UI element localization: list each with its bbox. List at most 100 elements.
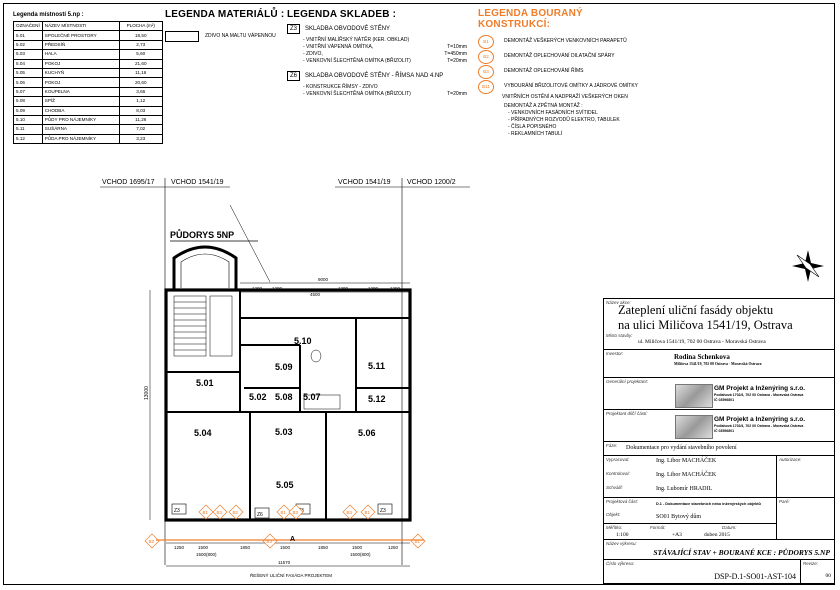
- dim-top: 1200: [272, 286, 283, 291]
- field-label: Kontroloval:: [606, 471, 630, 476]
- dim-left: 13000: [144, 386, 150, 400]
- rooms-legend-title: Legenda místností 5.np :: [13, 12, 84, 18]
- demolition-tag-icon: [410, 533, 426, 549]
- field-label: Místo stavby:: [606, 333, 633, 338]
- floor-plan: VCHOD 1695/17 VCHOD 1541/19 VCHOD 1541/1…: [100, 178, 470, 578]
- date: duben 2015: [704, 532, 730, 538]
- demolition-tag-icon: [342, 504, 358, 520]
- room-label: 5.10: [294, 336, 312, 346]
- demolition-text: DEMONTÁŽ OPLECHOVÁNÍ DILATAČNÍ SPÁRY: [504, 53, 615, 59]
- room-label: 5.05: [276, 480, 294, 490]
- z3-title: SKLADBA OBVODOVÉ STĚNY: [305, 26, 391, 32]
- dim-top: 1200: [252, 286, 263, 291]
- field-label: Investor:: [606, 351, 624, 356]
- demolition-tag-label: B3: [483, 69, 489, 74]
- demolition-tag-label: B1: [483, 39, 489, 44]
- materials-legend-title: LEGENDA MATERIÁLŮ :: [165, 9, 285, 20]
- field-label: Název akce:: [606, 300, 631, 305]
- company-logo: [675, 415, 713, 439]
- company-logo: [675, 384, 713, 408]
- field-label: Fáze:: [606, 443, 618, 448]
- part-designer: GM Projekt a Inženýring s.r.o.: [714, 416, 806, 423]
- dim-top: 1200: [338, 286, 349, 291]
- field-label: Číslo výkresu:: [606, 561, 635, 566]
- rooms-legend: Legenda místností 5.np : OZNAČENÍ NÁZEV …: [13, 12, 163, 145]
- demolition-items: B1 DEMONTÁŽ VEŠKERÝCH VENKOVNÍCH PARAPETŮ…: [478, 34, 653, 101]
- location: ul. Miličova 1541/19, 702 00 Ostrava - M…: [638, 339, 766, 345]
- z6-tag: Z6: [287, 71, 301, 81]
- demolition-text: DEMONTÁŽ OPLECHOVÁNÍ ŘÍMS: [504, 68, 584, 74]
- layer-desc: - VENKOVNÍ ŠLECHTĚNÁ OMÍTKA (BŘIZOLIT): [303, 91, 411, 97]
- room-label: 5.03: [275, 427, 293, 437]
- demolition-tag-icon: B11: [478, 79, 494, 94]
- field-label: Formát:: [650, 525, 666, 530]
- plan-title: PŮDORYS 5NP: [170, 229, 234, 240]
- entrance-label: VCHOD 1200/2: [407, 179, 456, 186]
- room-label: 5.02: [249, 392, 267, 402]
- format: +A3: [672, 532, 682, 538]
- room-label: 5.12: [368, 394, 386, 404]
- masonry-label: ZDIVO NA MALTU VÁPENNOU: [205, 33, 276, 39]
- general-designer-ic: IČ 03596801: [714, 398, 735, 402]
- z3-tag: Z3: [287, 24, 301, 34]
- field-label: Název výkresu:: [606, 541, 637, 546]
- project-title: Zateplení uliční fasády objektu: [618, 303, 774, 317]
- layer-thickness: T=10mm: [447, 44, 467, 50]
- layer-desc: - VENKOVNÍ ŠLECHTĚNÁ OMÍTKA (BŘIZOLIT): [303, 58, 411, 64]
- field-label: Autorizace:: [779, 457, 802, 462]
- investor: Rodina Schenkova: [674, 353, 730, 361]
- checked-by: Ing. Libor MACHÁČEK: [656, 472, 717, 478]
- revision: 00: [825, 573, 832, 579]
- pare-box: Paré:: [776, 497, 835, 540]
- sheet-frame: [3, 3, 835, 585]
- object: SO01 Bytový dům: [656, 514, 702, 520]
- demolition-tag-icon: B2: [478, 49, 494, 64]
- demolition-text: VYBOURÁNÍ BŘIZOLITOVÉ OMÍTKY A JÁDROVÉ O…: [504, 83, 639, 89]
- demolition-tag-label: B3: [217, 510, 223, 515]
- demolition-tag-label: B3: [293, 510, 299, 515]
- z3-layers: - VNITŘNÍ MALÍŘSKÝ NÁTĚR (KER. OBKLAD)- …: [303, 37, 467, 65]
- dim-top: 9000: [318, 277, 329, 282]
- demolition-extra: - VENKOVNÍCH FASÁDNÍCH SVÍTIDEL- PŘÍPADN…: [508, 110, 653, 138]
- room-label: 5.08: [275, 392, 293, 402]
- field-label: Vypracoval:: [606, 457, 630, 462]
- field-label: Objekt:: [606, 512, 621, 517]
- layers-legend: LEGENDA SKLADEB : Z3 SKLADBA OBVODOVÉ ST…: [287, 9, 467, 98]
- north-arrow-icon: [792, 250, 824, 282]
- field-label: Projektová část:: [606, 499, 639, 504]
- z-tag: Z3: [174, 508, 180, 514]
- demolition-text: DEMONTÁŽ VEŠKERÝCH VENKOVNÍCH PARAPETŮ: [504, 38, 627, 44]
- dim-bottom: 1250: [388, 545, 399, 550]
- table-cell: 3,23: [118, 133, 163, 145]
- drawing-title: STÁVAJÍCÍ STAV + BOURANÉ KCE : PŮDORYS 5…: [653, 548, 830, 557]
- dim-bottom: 1500: [352, 545, 363, 550]
- demolition-extra-title: DEMONTÁŽ A ZPĚTNÁ MONTÁŽ :: [504, 103, 583, 109]
- investor-address: Miličova 1541/19, 702 00 Ostrava - Morav…: [674, 362, 762, 366]
- project-part: D.1 - Dokumentace stavebních nebo inžený…: [656, 502, 761, 506]
- layer-thickness: T=20mm: [447, 91, 467, 97]
- demolition-tag-label: B2: [233, 510, 239, 515]
- layer-thickness: T=20mm: [447, 58, 467, 64]
- rooms-table: OZNAČENÍ NÁZEV MÍSTNOSTI PLOCHA (m²) 5.0…: [13, 20, 163, 145]
- dim-bottom: 1500(800): [350, 552, 371, 557]
- layer-desc: - ZDIVO,: [303, 51, 323, 57]
- demolition-tag-icon: [212, 504, 228, 520]
- layer-line: - KONSTRUKCE ŘÍMSY - ZDIVO: [303, 84, 467, 91]
- part-designer-address: Podlahová 1702/4, 702 00 Ostrava - Morav…: [714, 424, 804, 428]
- room-label: 5.06: [358, 428, 376, 438]
- dim-bottom: 1850: [240, 545, 251, 550]
- field-label: Měřítko:: [606, 525, 623, 530]
- dim-bottom: 1500: [198, 545, 209, 550]
- dim-bottom: 1850: [318, 545, 329, 550]
- room-label: 5.07: [303, 392, 321, 402]
- layer-thickness: T=450mm: [444, 51, 467, 57]
- z6-title: SKLADBA OBVODOVÉ STĚNY - ŘÍMSA NAD 4.NP: [305, 73, 444, 79]
- entrance-label: VCHOD 1695/17: [102, 179, 155, 186]
- authorization-box: Autorizace:: [776, 455, 835, 498]
- room-label: 5.11: [368, 361, 385, 371]
- revision-box: Revize: 00: [800, 559, 835, 584]
- demolition-tag-label: B1: [365, 510, 371, 515]
- section-mark: A: [290, 536, 295, 543]
- part-designer-ic: IČ 03596801: [714, 429, 735, 433]
